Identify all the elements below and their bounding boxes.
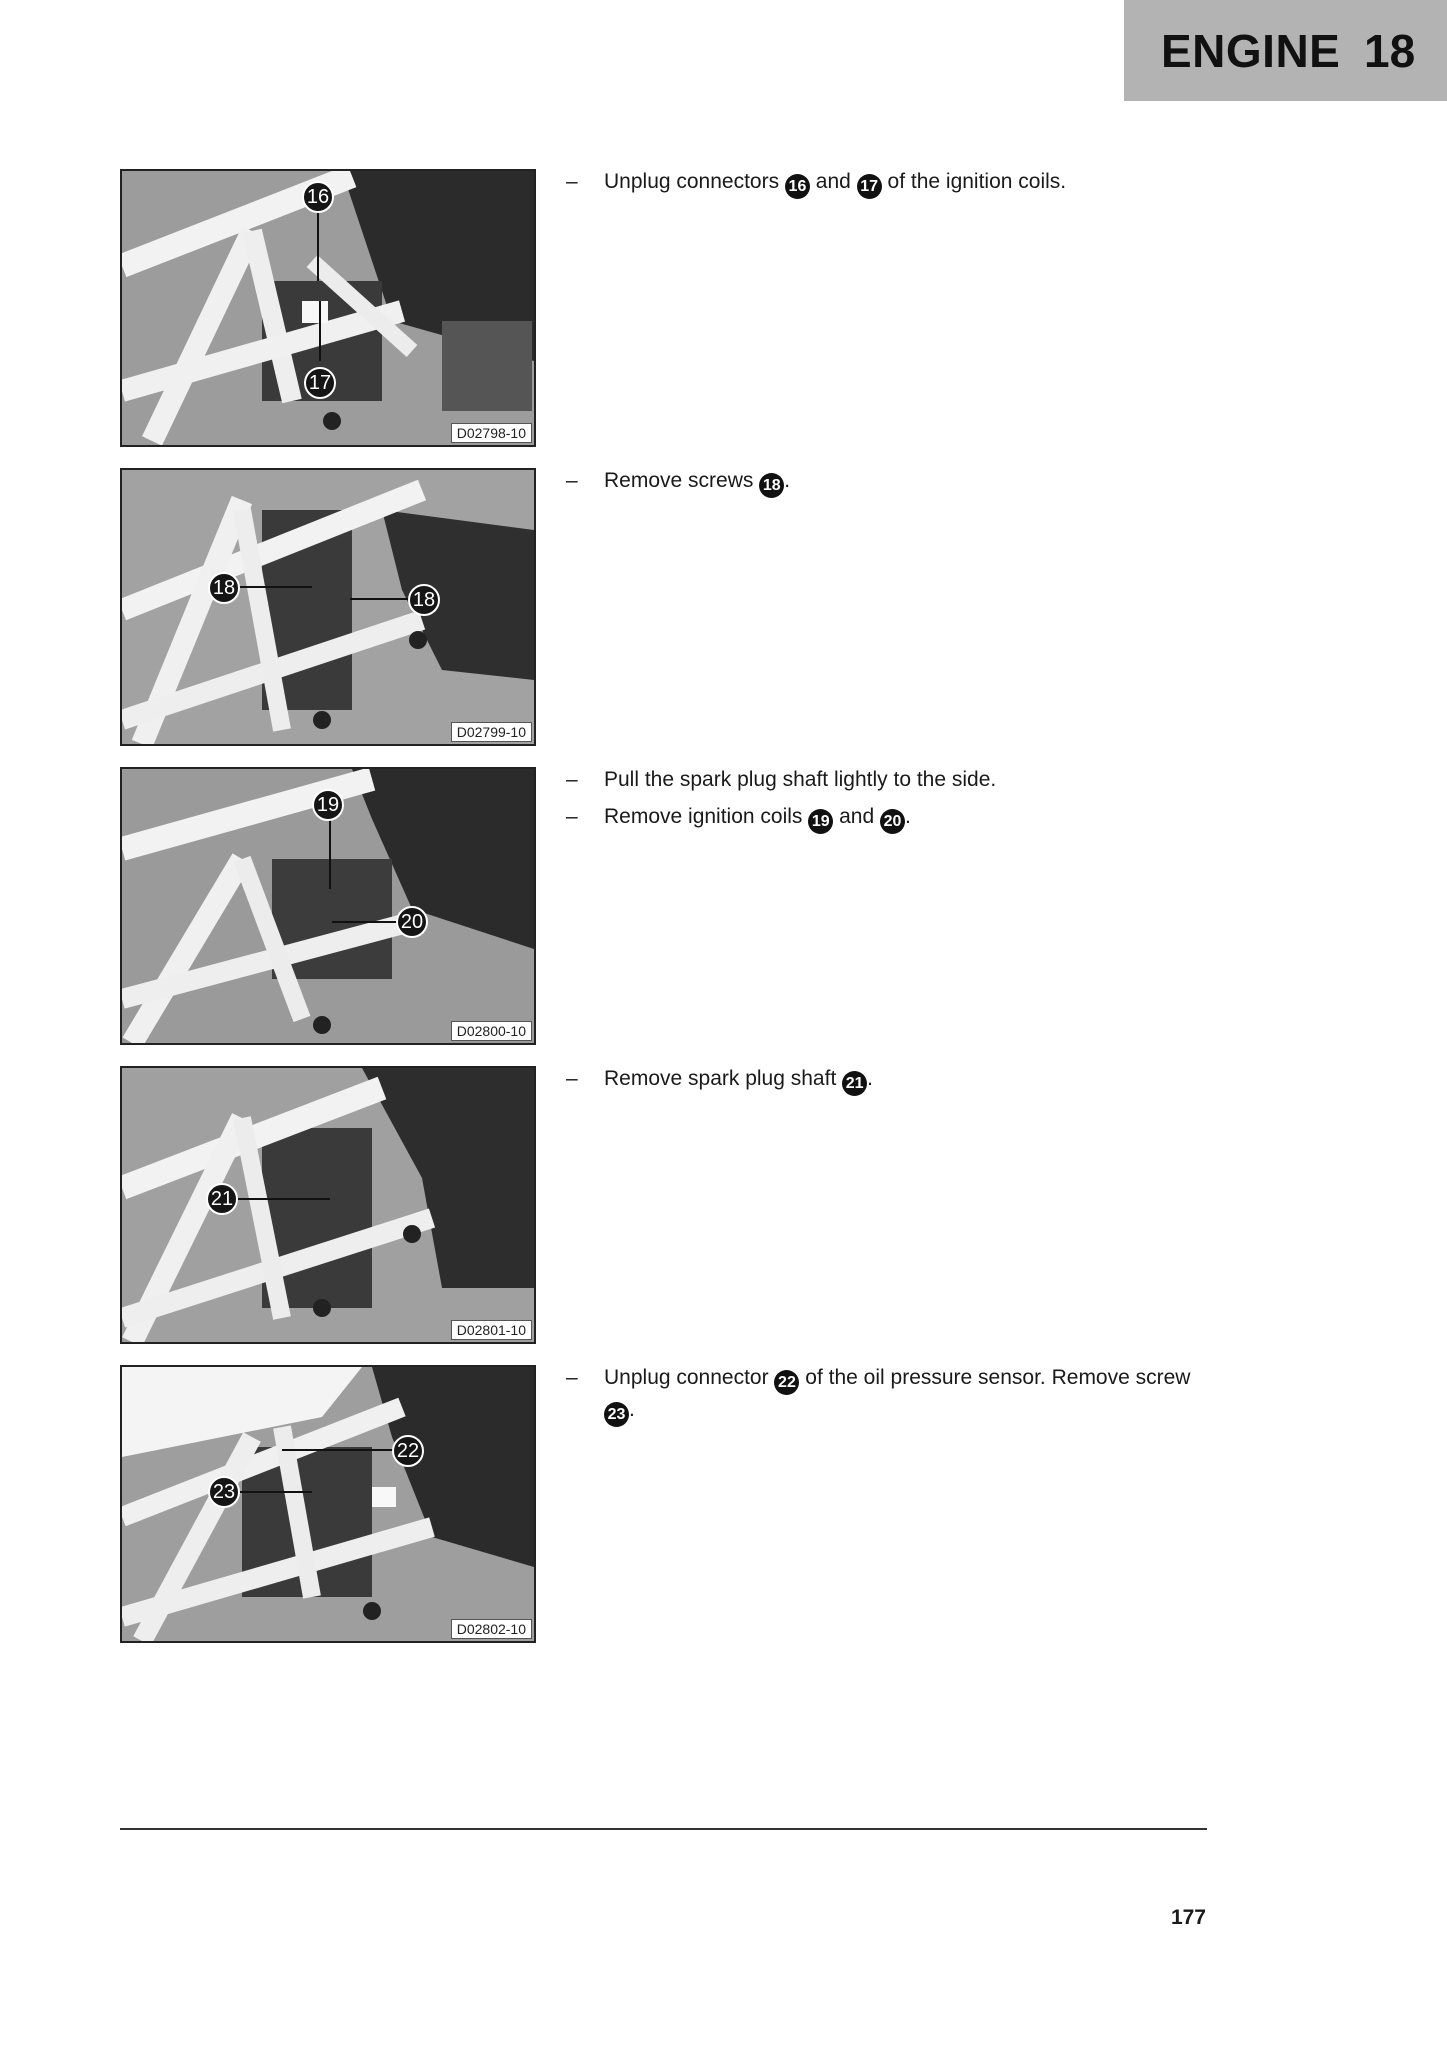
image-code: D02800-10 <box>450 1021 532 1041</box>
leader-line <box>282 1449 398 1451</box>
ref-number: 23 <box>604 1402 629 1427</box>
list-dash: – <box>566 1366 578 1389</box>
ref-number: 22 <box>774 1370 800 1395</box>
instruction-line: – Remove screws 18. <box>566 466 1206 498</box>
step-2: 18 18 D02799-10 – Remove screws 18. <box>0 468 1447 748</box>
list-dash: – <box>566 469 578 492</box>
step-4-instructions: – Remove spark plug shaft 21. <box>566 1064 1206 1104</box>
callout-22: 22 <box>392 1435 424 1467</box>
step-4-photo: 21 D02801-10 <box>120 1066 536 1344</box>
leader-line <box>329 817 331 889</box>
callout-23: 23 <box>208 1476 240 1508</box>
step-2-photo: 18 18 D02799-10 <box>120 468 536 746</box>
ref-number: 21 <box>842 1071 868 1096</box>
leader-line <box>232 1491 312 1493</box>
list-dash: – <box>566 768 578 791</box>
callout-18: 18 <box>408 584 440 616</box>
callout-17: 17 <box>304 367 336 399</box>
callout-16: 16 <box>302 181 334 213</box>
footer-divider <box>120 1828 1207 1830</box>
leader-line <box>332 921 402 923</box>
step-5-photo: 22 23 D02802-10 <box>120 1365 536 1643</box>
instruction-line: – Pull the spark plug shaft lightly to t… <box>566 765 1206 794</box>
chapter-number: 18 <box>1364 25 1416 77</box>
step-5-instructions: – Unplug connector 22 of the oil pressur… <box>566 1363 1206 1435</box>
image-code: D02802-10 <box>450 1619 532 1639</box>
ref-number: 20 <box>880 809 906 834</box>
instruction-line: – Remove ignition coils 19 and 20. <box>566 802 1206 834</box>
leader-line <box>232 586 312 588</box>
instruction-line: – Remove spark plug shaft 21. <box>566 1064 1206 1096</box>
step-4: 21 D02801-10 – Remove spark plug shaft 2… <box>0 1066 1447 1346</box>
callout-21: 21 <box>206 1183 238 1215</box>
ref-number: 17 <box>856 174 882 199</box>
leader-line <box>230 1198 330 1200</box>
chapter-header-tab: ENGINE 18 <box>1124 0 1447 101</box>
list-dash: – <box>566 1067 578 1090</box>
image-code: D02798-10 <box>450 423 532 443</box>
list-dash: – <box>566 170 578 193</box>
leader-line <box>319 301 321 361</box>
ref-number: 16 <box>784 174 810 199</box>
image-code: D02801-10 <box>450 1320 532 1340</box>
callout-20: 20 <box>396 906 428 938</box>
step-3: 19 20 D02800-10 – Pull the spark plug sh… <box>0 767 1447 1047</box>
callout-19: 19 <box>312 789 344 821</box>
list-dash: – <box>566 805 578 828</box>
step-1-instructions: – Unplug connectors 16 and 17 of the ign… <box>566 167 1206 207</box>
image-code: D02799-10 <box>450 722 532 742</box>
instruction-line: – Unplug connectors 16 and 17 of the ign… <box>566 167 1206 199</box>
step-3-instructions: – Pull the spark plug shaft lightly to t… <box>566 765 1206 842</box>
leader-line <box>350 598 412 600</box>
ref-number: 18 <box>759 473 785 498</box>
step-5: 22 23 D02802-10 – Unplug connector 22 of… <box>0 1365 1447 1645</box>
step-3-photo: 19 20 D02800-10 <box>120 767 536 1045</box>
page-number: 177 <box>1170 1906 1206 1929</box>
leader-line <box>317 209 319 281</box>
step-1-photo: 16 17 D02798-10 <box>120 169 536 447</box>
instruction-line: – Unplug connector 22 of the oil pressur… <box>566 1363 1204 1427</box>
step-2-instructions: – Remove screws 18. <box>566 466 1206 506</box>
callout-18: 18 <box>208 572 240 604</box>
chapter-title: ENGINE <box>1161 25 1341 77</box>
ref-number: 19 <box>808 809 834 834</box>
step-1: 16 17 D02798-10 – Unplug connectors 16 a… <box>0 169 1447 449</box>
